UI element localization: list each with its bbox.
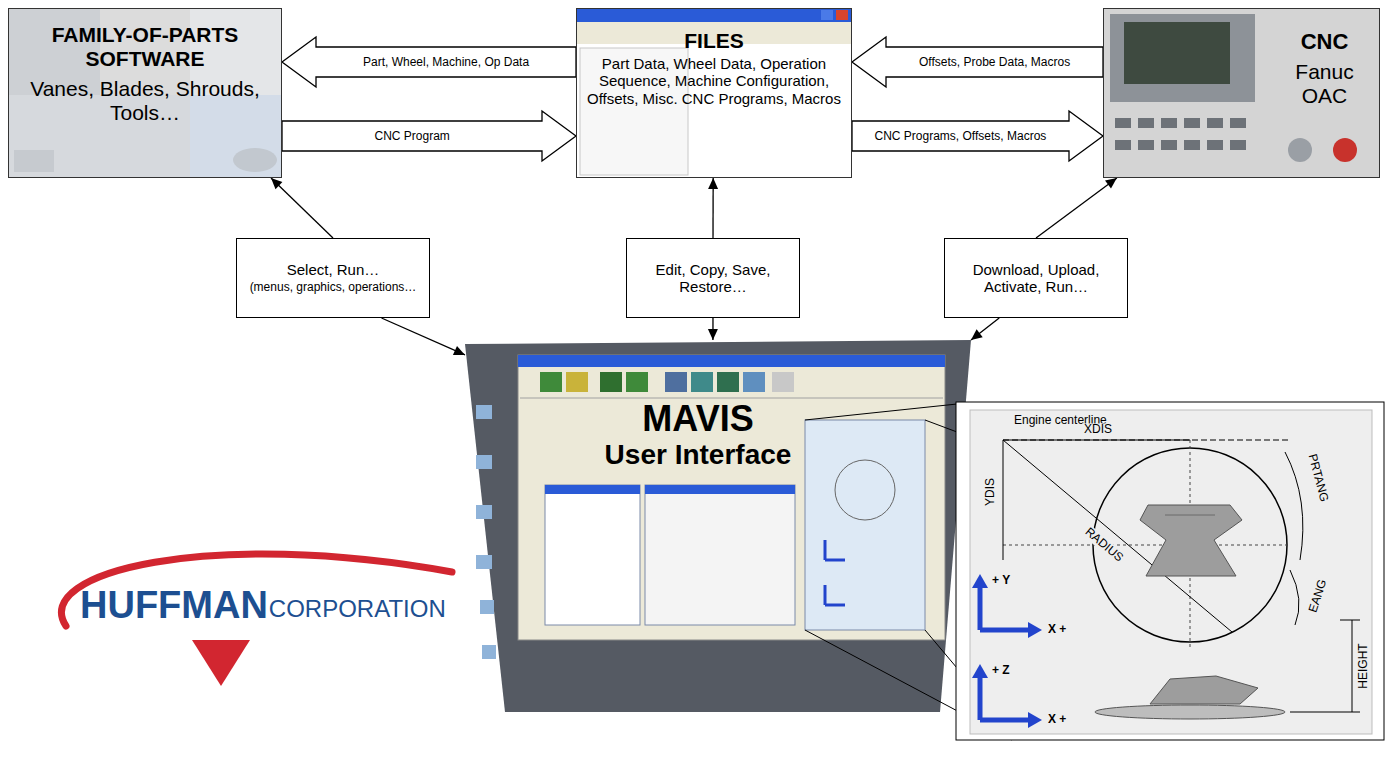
connector-line: [971, 318, 999, 340]
arrow-outline: [282, 37, 576, 87]
arrow-head: [271, 178, 282, 189]
connector-arrow: [708, 178, 718, 238]
action-box: Edit, Copy, Save, Restore…: [626, 238, 800, 318]
box-body: Part Data, Wheel Data, Operation Sequenc…: [583, 55, 845, 107]
action-note: (menus, graphics, operations…: [243, 281, 423, 295]
files-box: FILESPart Data, Wheel Data, Operation Se…: [576, 8, 852, 178]
arrow-head: [971, 329, 983, 340]
connector-arrow: [382, 318, 466, 355]
action-box: Select, Run… (menus, graphics, operations…: [236, 238, 430, 318]
box-heading: FAMILY-OF-PARTS SOFTWARE: [17, 23, 273, 71]
explorer-window: [576, 8, 852, 178]
arrow-outline: [852, 111, 1103, 161]
cnc-panel: [1103, 8, 1380, 178]
logo-name: HUFFMAN: [80, 585, 268, 627]
block-arrow: [282, 37, 576, 87]
screen-subtitle: User Interface: [465, 439, 931, 471]
dimension-label: YDIS: [984, 476, 997, 508]
dimension-label: HEIGHT: [1357, 641, 1370, 690]
axis-label: + Z: [990, 664, 1012, 677]
block-arrow: [852, 37, 1103, 87]
axis-label: X +: [1046, 713, 1068, 726]
action-text: Download, Upload, Activate, Run…: [953, 261, 1119, 296]
axis-label: + Y: [990, 574, 1012, 587]
arrow-head: [708, 178, 718, 189]
user-interface-screen: MAVISUser Interface: [465, 340, 971, 714]
parts-collage: [8, 8, 282, 178]
box-heading: CNC: [1274, 29, 1375, 54]
connector-line: [1036, 178, 1117, 238]
action-text: Edit, Copy, Save, Restore…: [635, 261, 791, 296]
connector-arrow: [971, 318, 999, 340]
edge-label: CNC Programs, Offsets, Macros: [873, 130, 1049, 143]
dimension-label: XDIS: [1082, 423, 1114, 436]
action-text: Select, Run…: [243, 261, 423, 278]
arrow-head: [708, 329, 718, 340]
connector-line: [382, 318, 466, 355]
logo-word: CORPORATION: [269, 596, 446, 622]
block-arrow: [852, 111, 1103, 161]
box-heading: FILES: [583, 29, 845, 53]
screen-title: MAVIS: [465, 398, 931, 439]
software-box: FAMILY-OF-PARTS SOFTWARE Vanes, Blades, S…: [8, 8, 282, 178]
arrow-head: [453, 346, 465, 355]
arrow-outline: [852, 37, 1103, 87]
action-box: Download, Upload, Activate, Run…: [944, 238, 1128, 318]
block-arrow: [282, 111, 576, 161]
edge-label: Offsets, Probe Data, Macros: [917, 56, 1072, 69]
cnc-box: CNC Fanuc OAC: [1103, 8, 1380, 178]
connector-line: [271, 178, 333, 238]
edge-label: CNC Program: [373, 130, 452, 143]
edge-label: Part, Wheel, Machine, Op Data: [361, 56, 531, 69]
box-body: Fanuc OAC: [1283, 60, 1367, 108]
company-logo: [61, 554, 452, 686]
arrow-outline: [282, 111, 576, 161]
arrow-head: [1105, 178, 1117, 189]
connector-arrow: [271, 178, 333, 238]
connector-arrow: [1036, 178, 1117, 238]
axis-label: X +: [1046, 623, 1068, 636]
mavis-screenshot: [465, 340, 971, 712]
box-body: Vanes, Blades, Shrouds, Tools…: [17, 77, 273, 125]
